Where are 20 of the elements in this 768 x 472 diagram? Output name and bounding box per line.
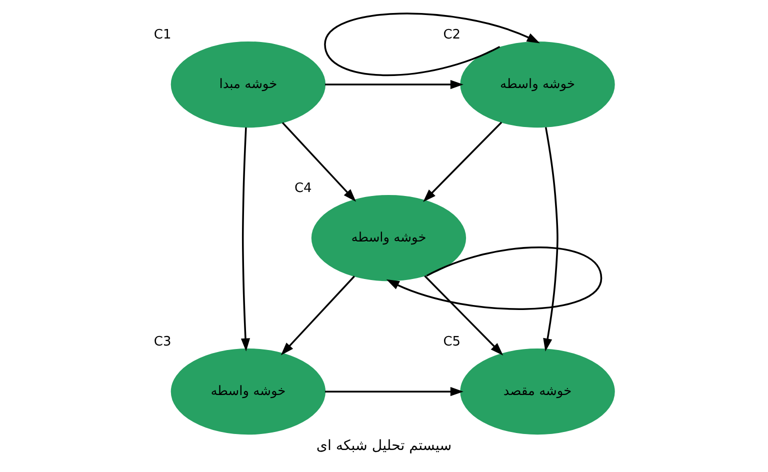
arrow	[282, 122, 356, 202]
arrow	[325, 80, 464, 90]
node-label: C3	[154, 334, 172, 350]
node-ellipse: خوشه مقصد	[460, 348, 615, 435]
node-ellipse: خوشه واسطه	[170, 348, 326, 435]
node-ellipse: خوشه واسطه	[460, 41, 615, 128]
caption: سیستم تحلیل شبکه ای	[316, 438, 452, 454]
node-label: C4	[294, 180, 312, 196]
node-label: C5	[443, 334, 461, 350]
arrow	[240, 127, 250, 352]
arrow	[423, 122, 502, 202]
node-ellipse: خوشه مبدا	[170, 41, 326, 128]
node-label: C2	[443, 27, 461, 42]
arrow	[325, 387, 464, 396]
arrow	[386, 246, 602, 310]
node-ellipse: خوشه واسطه	[311, 194, 466, 282]
arrow	[424, 275, 504, 356]
arrow	[543, 127, 558, 352]
node-label: C1	[154, 27, 172, 42]
arrow	[280, 276, 355, 356]
